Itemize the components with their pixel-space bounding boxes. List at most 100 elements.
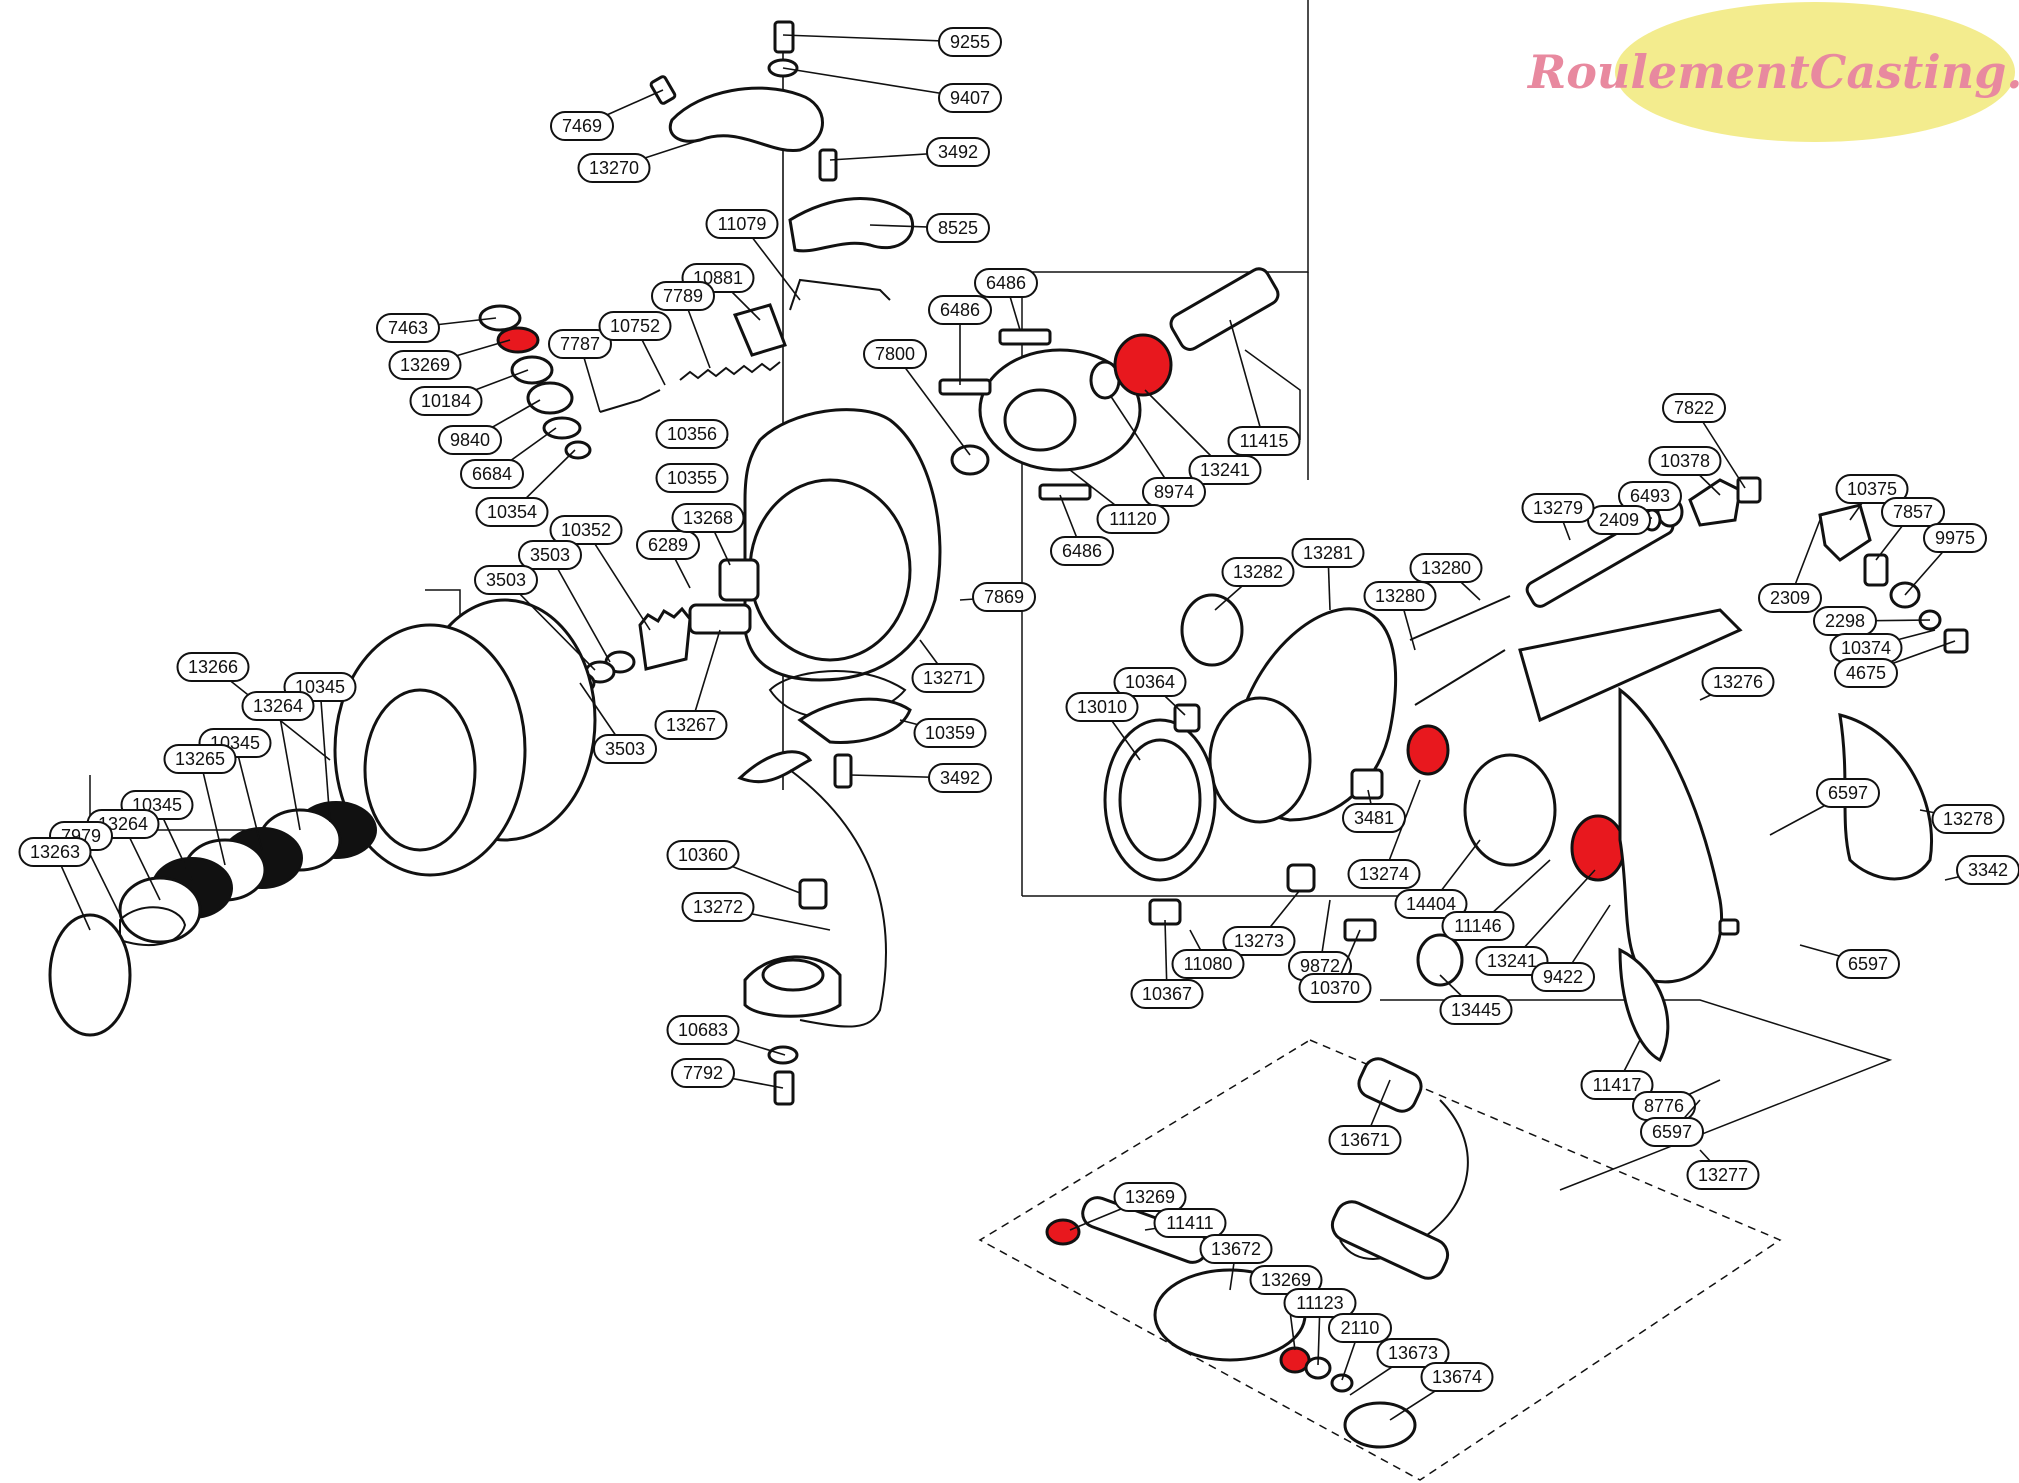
part-number: 13268 bbox=[683, 508, 733, 528]
part-label-oval bbox=[1142, 477, 1206, 507]
part-label-oval bbox=[913, 718, 987, 748]
part-label-oval bbox=[474, 565, 538, 595]
part-number: 3492 bbox=[940, 768, 980, 788]
part-label-oval bbox=[1363, 581, 1437, 611]
part-label-oval bbox=[911, 663, 985, 693]
bracket-line bbox=[1244, 349, 1301, 440]
part-label-oval bbox=[938, 27, 1002, 57]
part-number: 10364 bbox=[1125, 672, 1175, 692]
part-label: 7800 bbox=[863, 339, 971, 456]
part-label-oval bbox=[1640, 1117, 1704, 1147]
part-number: 13671 bbox=[1340, 1130, 1390, 1150]
part-label-oval bbox=[671, 503, 745, 533]
roller-stack bbox=[478, 304, 781, 460]
part-label-oval bbox=[598, 311, 672, 341]
part-label: 8525 bbox=[869, 213, 990, 243]
part-label: 13269 bbox=[1069, 1182, 1187, 1231]
screw-3492 bbox=[818, 148, 838, 182]
part-label-oval bbox=[176, 652, 250, 682]
collar-7800 bbox=[950, 444, 990, 476]
part-label: 13270 bbox=[577, 139, 701, 183]
part-label-oval bbox=[1096, 504, 1170, 534]
leader-line bbox=[1511, 869, 1596, 962]
rotor-inner bbox=[748, 478, 912, 662]
part-label-oval bbox=[1409, 553, 1483, 583]
part-label-oval bbox=[666, 1015, 740, 1045]
part-label-oval bbox=[938, 83, 1002, 113]
part-label: 13281 bbox=[1291, 538, 1365, 611]
part-label-oval bbox=[388, 350, 462, 380]
part-label-oval bbox=[1188, 455, 1262, 485]
part-number: 13269 bbox=[400, 355, 450, 375]
part-number: 13264 bbox=[253, 696, 303, 716]
part-label: 10375 bbox=[1835, 474, 1909, 521]
part-number: 10375 bbox=[1847, 479, 1897, 499]
part-label: 3342 bbox=[1944, 855, 2019, 885]
part-label-oval bbox=[1065, 692, 1139, 722]
gear-13445 bbox=[1416, 933, 1464, 987]
part-label-oval bbox=[974, 268, 1038, 298]
part-label: 3481 bbox=[1342, 789, 1406, 833]
part-label: 10752 bbox=[598, 311, 672, 386]
foot-13276 bbox=[1518, 608, 1743, 723]
part-label-oval bbox=[1113, 667, 1187, 697]
part-label: 13271 bbox=[911, 639, 985, 693]
part-number: 8776 bbox=[1644, 1096, 1684, 1116]
part-label-oval bbox=[1475, 946, 1549, 976]
part-number: 13267 bbox=[666, 715, 716, 735]
part-label: 13263 bbox=[18, 837, 92, 931]
part-label-oval bbox=[1113, 1182, 1187, 1212]
part-label-oval bbox=[655, 463, 729, 493]
part-label: 3503 bbox=[518, 540, 611, 663]
part-label-oval bbox=[1376, 1338, 1450, 1368]
part-label: 13273 bbox=[1222, 889, 1301, 956]
part-number: 13241 bbox=[1487, 951, 1537, 971]
part-label: 13674 bbox=[1389, 1362, 1494, 1421]
part-number: 10184 bbox=[421, 391, 471, 411]
leader-line bbox=[234, 742, 263, 851]
part-number: 10352 bbox=[561, 520, 611, 540]
pinion-11415 bbox=[1169, 267, 1280, 351]
part-label: 11415 bbox=[1227, 319, 1301, 456]
part-label-oval bbox=[1686, 1160, 1760, 1190]
part-number: 6597 bbox=[1652, 1122, 1692, 1142]
part-number: 13272 bbox=[693, 897, 743, 917]
part-label-oval bbox=[636, 530, 700, 560]
brand-logo: RoulementCasting.com bbox=[1526, 2, 2019, 142]
bail-13272-tip bbox=[737, 750, 813, 784]
part-number: 3503 bbox=[530, 545, 570, 565]
part-number: 10354 bbox=[487, 502, 537, 522]
part-number: 11079 bbox=[718, 214, 767, 234]
part-number: 7822 bbox=[1674, 398, 1714, 418]
part-label-oval bbox=[1662, 393, 1726, 423]
shaft-13267 bbox=[688, 603, 752, 635]
part-label-oval bbox=[1834, 658, 1898, 688]
part-labels: 9255940774691327034928525110791088174631… bbox=[18, 27, 2019, 1421]
part-number: 13273 bbox=[1234, 931, 1284, 951]
part-number: 7857 bbox=[1893, 502, 1933, 522]
part-number: 10752 bbox=[610, 316, 660, 336]
bail-wire-13272 bbox=[789, 769, 887, 1028]
part-13273 bbox=[1286, 863, 1316, 893]
part-number: 11417 bbox=[1593, 1075, 1642, 1095]
part-label: 10378 bbox=[1648, 446, 1722, 496]
part-number: 13010 bbox=[1077, 697, 1127, 717]
part-number: 4675 bbox=[1846, 663, 1886, 683]
part-label-oval bbox=[550, 111, 614, 141]
part-label: 9840 bbox=[438, 399, 541, 455]
brand-logo-text: RoulementCasting.com bbox=[1526, 45, 2019, 99]
bail-arm-13270 bbox=[668, 86, 824, 153]
part-label: 10345 bbox=[120, 790, 194, 881]
handle-shaft bbox=[1330, 1200, 1450, 1280]
part-number: 3503 bbox=[486, 570, 526, 590]
handle-group-outline bbox=[978, 1039, 1782, 1481]
part-label: 2298 bbox=[1813, 606, 1931, 636]
seal-13282 bbox=[1180, 593, 1244, 667]
part-10378 bbox=[1688, 478, 1742, 527]
part-label-oval bbox=[1521, 493, 1595, 523]
body-frame-13276 bbox=[1618, 686, 1723, 984]
part-number: 10355 bbox=[667, 468, 717, 488]
part-label: 6597 bbox=[1640, 1099, 1704, 1147]
part-label-oval bbox=[1420, 1362, 1494, 1392]
part-8776 bbox=[1718, 918, 1740, 936]
